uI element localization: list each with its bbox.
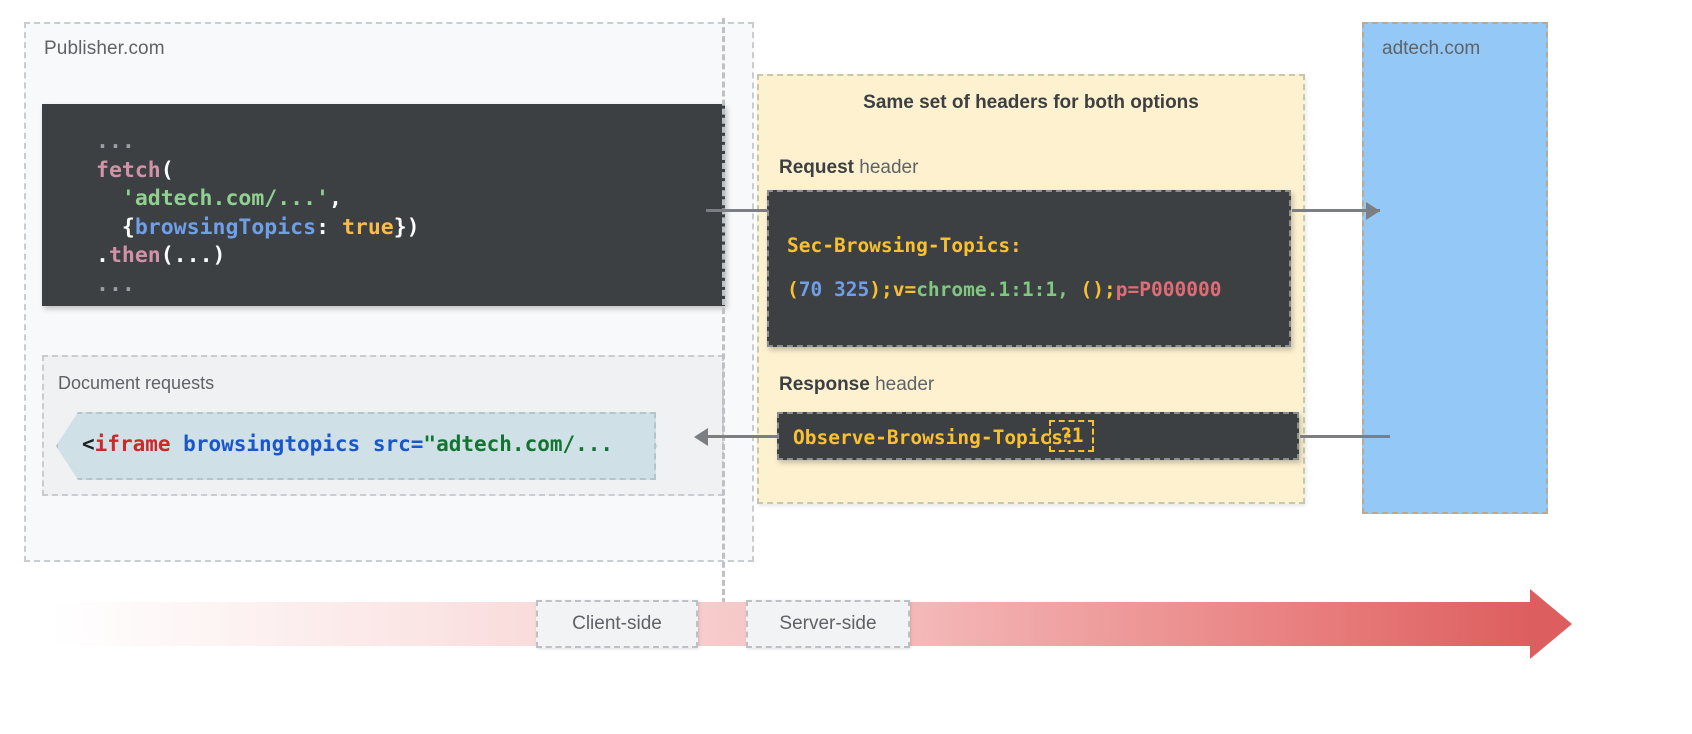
code-object-open: {	[121, 214, 135, 240]
observe-browsing-topics-value: ?1	[1049, 420, 1095, 452]
sec-browsing-topics-value: (70 325);v=chrome.1:1:1, ();p=P000000	[787, 278, 1221, 301]
document-requests-label: Document requests	[58, 373, 215, 393]
headers-panel-title: Same set of headers for both options	[863, 92, 1199, 113]
iframe-src-value: "adtech.com/...	[423, 432, 614, 456]
code-then-args: (...)	[160, 243, 226, 268]
observe-browsing-topics-name: Observe-Browsing-Topics:	[793, 426, 1075, 449]
client-side-label: Client-side	[572, 613, 662, 634]
timeline-arrowhead-icon	[1530, 589, 1572, 659]
hv-empty-parens: ()	[1068, 278, 1105, 301]
adtech-panel-label: adtech.com	[1382, 38, 1481, 59]
hv-version-key: v=	[892, 278, 917, 301]
response-header-label-bold: Response	[779, 374, 870, 395]
server-side-chip: Server-side	[746, 600, 910, 648]
iframe-code-text: <iframe browsingtopics src="adtech.com/.…	[82, 432, 613, 456]
hv-open-paren: (	[787, 278, 799, 301]
fetch-code-block: ... fetch( 'adtech.com/...', {browsingTo…	[42, 104, 725, 306]
client-side-chip: Client-side	[536, 600, 698, 648]
code-comma: ,	[329, 186, 342, 211]
hv-topic-ids: 70 325	[798, 278, 870, 301]
hv-p-value: p=P000000	[1115, 278, 1222, 301]
hv-semicolon-1: ;	[880, 278, 893, 301]
iframe-src-attr: src=	[372, 432, 424, 456]
code-ellipsis-top: ...	[96, 129, 135, 154]
code-true-value: true	[341, 214, 394, 240]
arrow-headers-to-adtech-head-icon	[1366, 202, 1380, 220]
code-then-keyword: then	[108, 243, 161, 268]
code-object-close: })	[393, 214, 420, 240]
code-fetch-keyword: fetch	[96, 157, 161, 183]
response-header-code-block: Observe-Browsing-Topics: ?1	[777, 412, 1299, 460]
arrow-response-to-publisher-line	[706, 435, 778, 438]
sec-browsing-topics-name: Sec-Browsing-Topics:	[787, 234, 1022, 257]
hv-close-paren: )	[869, 278, 881, 301]
request-header-label-bold: Request	[779, 157, 854, 178]
response-header-label-rest: header	[869, 374, 935, 395]
code-browsingtopics-prop: browsingTopics	[134, 214, 317, 240]
code-open-paren: (	[160, 157, 174, 183]
response-header-label: Response header	[779, 374, 934, 396]
code-ellipsis-bottom: ...	[96, 271, 135, 297]
hv-semicolon-2: ;	[1104, 278, 1116, 301]
publisher-panel-label: Publisher.com	[44, 38, 165, 59]
server-side-label: Server-side	[779, 613, 877, 634]
iframe-space-2	[360, 432, 373, 456]
arrow-response-to-publisher-head-icon	[694, 428, 708, 446]
iframe-space-1	[171, 432, 184, 456]
request-header-code-block: Sec-Browsing-Topics: (70 325);v=chrome.1…	[767, 190, 1291, 347]
request-header-label-rest: header	[853, 157, 919, 178]
code-then-dot: .	[96, 243, 109, 268]
arrow-publisher-to-headers	[706, 209, 768, 212]
code-url-string: 'adtech.com/...'	[121, 186, 329, 211]
iframe-chip-shape	[56, 412, 656, 480]
iframe-browsingtopics-attr: browsingtopics	[183, 432, 361, 456]
hv-version-value: chrome.1:1:1,	[916, 278, 1069, 301]
code-colon: :	[316, 214, 342, 240]
arrow-headers-to-adtech-line	[1292, 209, 1380, 212]
iframe-lt: <	[82, 432, 95, 456]
iframe-tag-name: iframe	[94, 432, 171, 456]
arrow-adtech-to-response-line	[1300, 435, 1390, 438]
client-server-divider	[722, 18, 725, 604]
request-header-label: Request header	[779, 157, 918, 179]
adtech-panel	[1362, 22, 1548, 514]
